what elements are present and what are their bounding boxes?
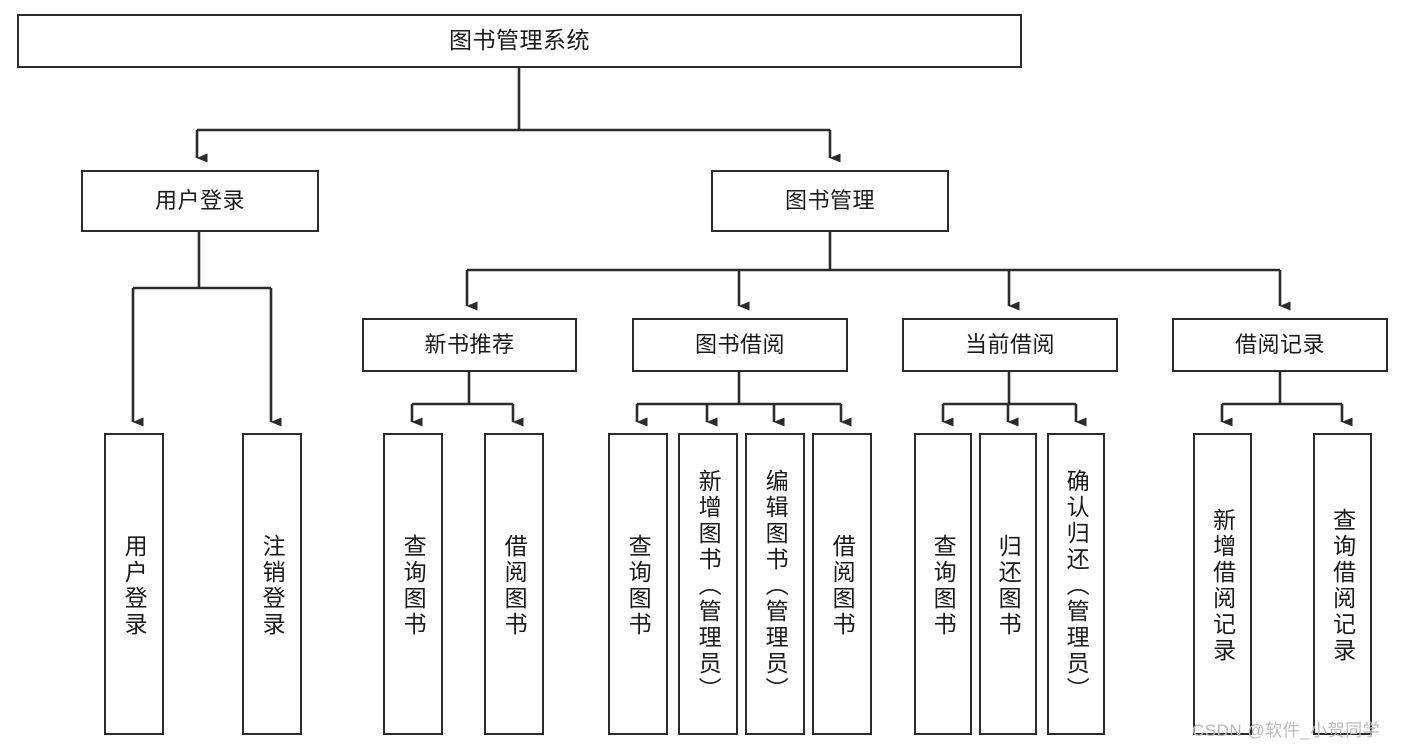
- node-label: 新书推荐: [424, 332, 515, 358]
- node-label: 查询图书: [400, 534, 427, 638]
- node-label: 编辑图书（管理员）: [762, 469, 789, 703]
- node-label: 查询图书: [625, 534, 652, 638]
- node-label: 借阅图书: [501, 534, 528, 638]
- node-label: 借阅图书: [829, 534, 856, 638]
- node-label: 用户登录: [154, 188, 245, 214]
- node-leaf-query-book-3[interactable]: 查询图书: [914, 433, 972, 735]
- node-label: 确认归还（管理员）: [1063, 469, 1090, 703]
- node-label: 图书管理: [784, 188, 875, 214]
- node-leaf-query-book-2[interactable]: 查询图书: [608, 433, 668, 735]
- node-label: 归还图书: [995, 534, 1022, 638]
- node-leaf-user-login[interactable]: 用户登录: [104, 433, 164, 735]
- node-new-book-rec[interactable]: 新书推荐: [362, 318, 577, 372]
- node-book-borrow[interactable]: 图书借阅: [632, 318, 848, 372]
- node-label: 图书借阅: [694, 332, 785, 358]
- node-leaf-return-book[interactable]: 归还图书: [979, 433, 1037, 735]
- node-current-borrow[interactable]: 当前借阅: [902, 318, 1118, 372]
- node-label: 当前借阅: [964, 332, 1055, 358]
- node-label: 查询图书: [930, 534, 957, 638]
- csdn-watermark: CSDN @软件_小贺同学: [1192, 721, 1381, 740]
- node-label: 新增借阅记录: [1209, 508, 1236, 664]
- node-label: 注销登录: [259, 534, 286, 638]
- node-root-system[interactable]: 图书管理系统: [17, 14, 1022, 68]
- node-leaf-add-record[interactable]: 新增借阅记录: [1193, 433, 1252, 735]
- node-user-login[interactable]: 用户登录: [81, 170, 319, 232]
- node-leaf-add-book[interactable]: 新增图书（管理员）: [678, 433, 738, 735]
- node-leaf-query-book-1[interactable]: 查询图书: [383, 433, 443, 735]
- node-book-manage[interactable]: 图书管理: [711, 170, 949, 232]
- node-leaf-edit-book[interactable]: 编辑图书（管理员）: [745, 433, 805, 735]
- node-borrow-record[interactable]: 借阅记录: [1172, 318, 1388, 372]
- node-leaf-logout[interactable]: 注销登录: [242, 433, 302, 735]
- node-leaf-borrow-book-1[interactable]: 借阅图书: [484, 433, 544, 735]
- node-label: 新增图书（管理员）: [695, 469, 722, 703]
- node-label: 查询借阅记录: [1329, 508, 1356, 664]
- node-label: 借阅记录: [1234, 332, 1325, 358]
- node-leaf-query-record[interactable]: 查询借阅记录: [1313, 433, 1372, 735]
- node-leaf-borrow-book-2[interactable]: 借阅图书: [812, 433, 872, 735]
- node-leaf-confirm-return[interactable]: 确认归还（管理员）: [1047, 433, 1105, 735]
- node-label: 用户登录: [121, 534, 148, 638]
- node-label: 图书管理系统: [449, 27, 590, 54]
